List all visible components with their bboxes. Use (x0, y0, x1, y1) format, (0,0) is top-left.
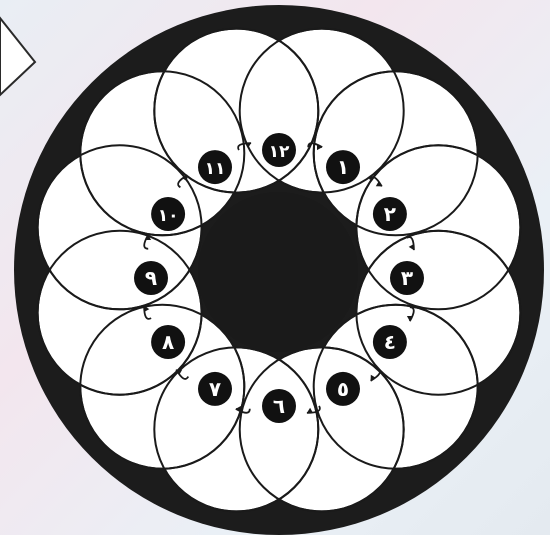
pointer-arrow-icon (0, 18, 35, 95)
badge-number: ١١ (205, 159, 226, 179)
number-badge-4: ٤ (373, 325, 407, 359)
number-badge-11: ١١ (198, 150, 232, 184)
number-badge-1: ١ (326, 150, 360, 184)
number-badge-10: ١٠ (151, 197, 185, 231)
badge-number: ٩ (145, 266, 157, 290)
badge-number: ١٠ (158, 206, 179, 226)
number-badge-8: ٨ (151, 325, 185, 359)
badge-number: ٣ (401, 266, 413, 290)
number-badge-3: ٣ (390, 261, 424, 295)
badge-number: ٦ (273, 394, 285, 418)
number-badge-7: ٧ (198, 372, 232, 406)
badge-number: ٤ (384, 330, 396, 354)
badge-number: ١٢ (269, 142, 290, 162)
badge-number: ٧ (209, 377, 221, 401)
badge-number: ٨ (162, 330, 174, 354)
number-badge-6: ٦ (262, 389, 296, 423)
number-badge-5: ٥ (326, 372, 360, 406)
number-badge-2: ٢ (373, 197, 407, 231)
badge-number: ٥ (337, 377, 349, 401)
center-hole (198, 192, 358, 352)
badge-number: ١ (337, 155, 349, 179)
number-badge-9: ٩ (134, 261, 168, 295)
badge-number: ٢ (384, 202, 396, 226)
number-badge-12: ١٢ (262, 133, 296, 167)
